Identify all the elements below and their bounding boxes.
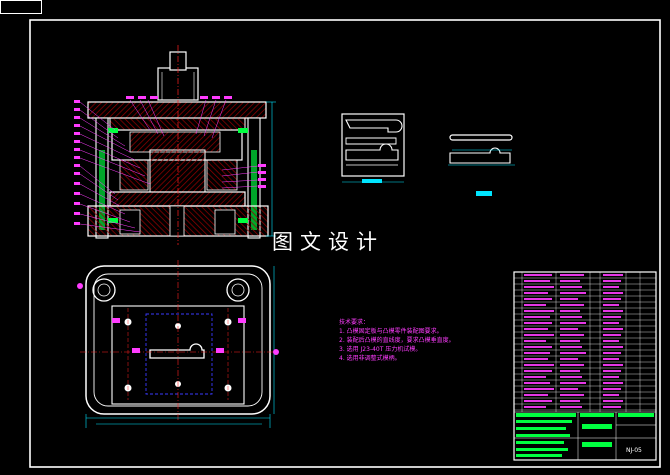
note-item-2: 2. 装配后凸模的直线度，要求凸模垂直度。 [339, 337, 455, 344]
note-item-3: 3. 选用 J23-40T 压力机试模。 [339, 346, 422, 353]
part-view [341, 113, 405, 183]
drawing-number: NJ-05 [626, 447, 642, 454]
notes-heading: 技术要求： [339, 319, 370, 326]
title-block [513, 271, 657, 461]
note-item-4: 4. 选用非调整式模柄。 [339, 355, 401, 362]
technical-notes: 技术要求： 1. 凸模固定板与凸模零件装配图要求。 2. 装配后凸模的直线度，要… [339, 318, 455, 363]
drawing-frame [29, 19, 661, 468]
plan-view [77, 260, 279, 428]
main-section-view [74, 45, 276, 245]
sheet-corner-tab [0, 0, 42, 14]
blank-part-view [448, 134, 515, 196]
watermark-text: 图文设计 [272, 230, 384, 254]
note-item-1: 1. 凸模固定板与凸模零件装配图要求。 [339, 328, 443, 335]
